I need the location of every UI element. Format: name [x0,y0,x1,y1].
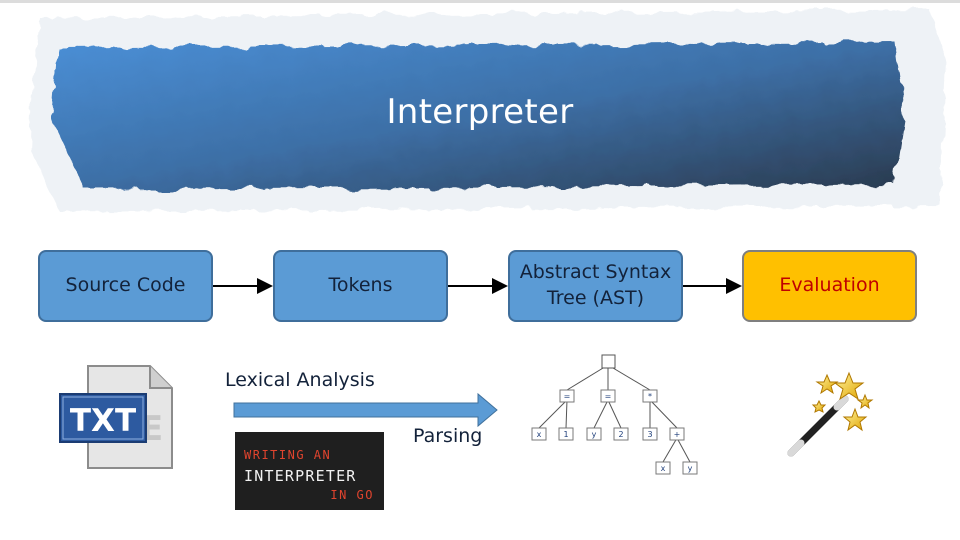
svg-text:3: 3 [647,430,652,439]
book-line1: WRITING AN [244,448,332,462]
ast-nodes: = = * x 1 y 2 3 + x y [531,389,698,475]
tokens-box: Tokens [273,250,448,322]
svg-text:y: y [592,430,597,439]
ast-node: x [531,427,547,441]
svg-text:y: y [688,464,693,473]
txt-icon-text: TXT [70,403,136,439]
ast-node: * [642,389,658,403]
ast-node: 2 [613,427,629,441]
evaluation-box: Evaluation [742,250,917,322]
svg-text:*: * [648,392,652,401]
source-code-label: Source Code [65,274,186,297]
ast-node: 1 [558,427,574,441]
svg-text:+: + [674,430,681,439]
ast-node: = [600,389,616,403]
ast-label-line1: Abstract Syntax [519,261,672,284]
ast-tree-icon: = = * x 1 y 2 3 + x y [531,354,698,475]
source-code-box: Source Code [38,250,213,322]
evaluation-label: Evaluation [779,274,880,297]
title-banner: Interpreter [0,0,960,230]
ast-label-line2: Tree (AST) [546,287,645,309]
book-line2: INTERPRETER [244,467,357,485]
svg-text:=: = [605,392,612,401]
svg-text:1: 1 [563,430,568,439]
ast-node: + [669,427,685,441]
brush-stroke-background [0,0,960,212]
book-cover-image: WRITING AN INTERPRETER IN GO [235,432,384,510]
magic-wand-icon [787,371,874,457]
svg-text:x: x [661,464,666,473]
parsing-label: Parsing [413,425,483,447]
ast-node: y [586,427,602,441]
svg-text:=: = [564,392,571,401]
page-title: Interpreter [386,92,574,132]
svg-text:2: 2 [618,430,623,439]
lexical-analysis-label: Lexical Analysis [225,369,375,391]
txt-file-icon: E TXT [59,365,173,469]
ast-node: x [655,461,671,475]
progress-arrow [233,392,498,428]
tokens-label: Tokens [328,274,393,297]
ast-node: y [682,461,698,475]
book-line3: IN GO [330,488,374,502]
ast-node: 3 [642,427,658,441]
svg-text:x: x [537,430,542,439]
ast-box: Abstract Syntax Tree (AST) [508,250,683,322]
ast-node: = [559,389,575,403]
